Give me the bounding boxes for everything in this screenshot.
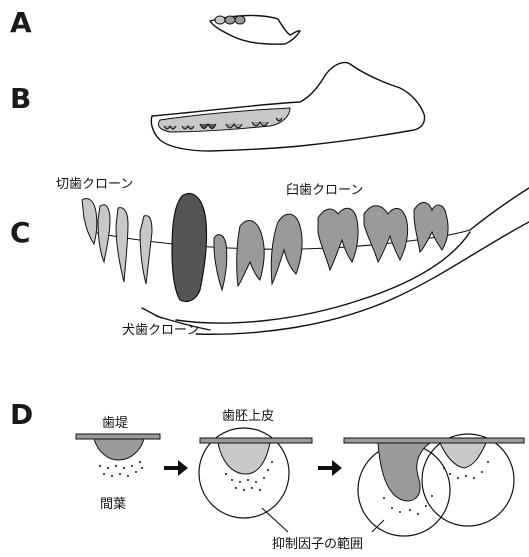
panel-b-jaw [151,62,424,151]
incisor-clone-label: 切歯クローン [56,177,133,192]
inhibitor-range-label: 抑制因子の範囲 [272,537,363,552]
panel-c-premolars-molars [214,203,448,291]
stage-3-cap [344,434,524,536]
panel-c-canine [172,194,207,302]
panel-c-incisors [82,199,152,285]
dental-lamina-label: 歯堤 [102,416,128,431]
stage-1-placode [76,434,160,477]
panel-b-letter: B [10,82,31,115]
molar-clone-label: 臼歯クローン [286,183,363,198]
panel-a-jaw-primordium [210,15,300,44]
mesenchyme-label: 間葉 [100,497,126,512]
panel-a-letter: A [10,6,32,39]
panel-c-letter: C [10,216,31,249]
inhibitor-pointer-left [262,508,288,532]
arrow-right-icon [164,460,188,476]
stage-2-bud [199,428,312,518]
arrow-right-icon [318,460,342,476]
tooth-germ-epithelium-label: 歯胚上皮 [222,409,274,424]
panel-c-jaw [92,188,529,334]
panel-d-letter: D [10,398,33,431]
